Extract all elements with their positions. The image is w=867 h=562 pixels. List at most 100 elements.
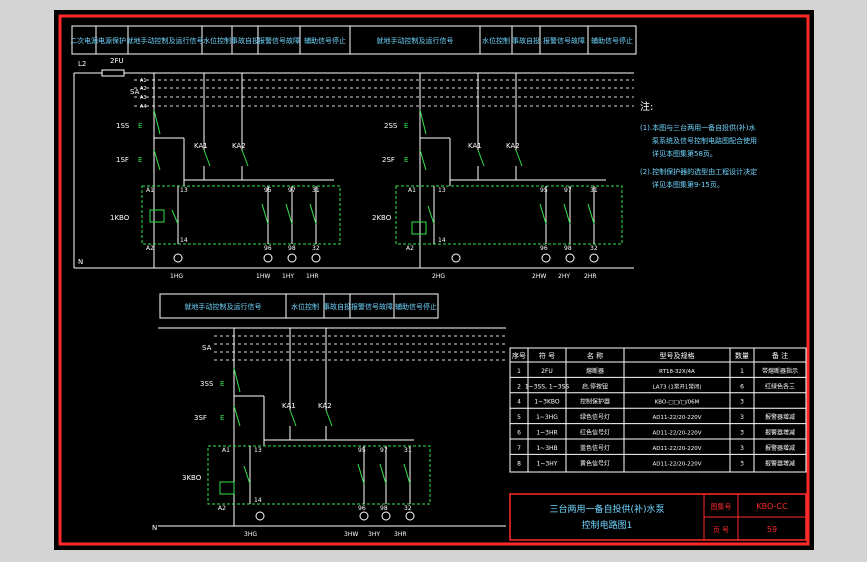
page-label: 页 号 [713, 526, 729, 534]
h3-col-4: 辅助信号停止 [395, 302, 437, 311]
c3-t13: 13 [254, 447, 262, 454]
c3-t14: 14 [254, 497, 262, 504]
c2-ss-label: 2SS [384, 122, 398, 130]
table-cell: 3 [740, 414, 744, 421]
table-cell: 8 [517, 460, 521, 467]
c3-t98: 98 [380, 505, 388, 512]
title-line-2: 控制电路图1 [582, 519, 633, 531]
c2-kbo: 2KBO [372, 214, 392, 222]
h2-col-1: 水位控制 [482, 36, 510, 45]
a1-term: A1 [140, 78, 147, 84]
c3-lamp-hw [359, 511, 369, 521]
c3-n: N [152, 524, 157, 532]
c3-t95: 95 [358, 447, 366, 454]
h3-col-1: 水位控制 [291, 302, 319, 311]
table-cell: 红色信号灯 [580, 429, 610, 437]
c1-kbo-box [141, 185, 341, 245]
c3-a2: A2 [218, 505, 226, 512]
c2-hw: 2HW [532, 273, 546, 280]
c2-ss-e: E [404, 122, 408, 130]
table-cell: 1~3HB [536, 445, 557, 452]
table-cell: 1~3KBO [534, 399, 560, 406]
notes-line-2: 详见本图集第58页。 [652, 149, 717, 158]
c1-a1: A1 [146, 187, 154, 194]
table-cell: 7 [517, 445, 521, 452]
table-cell: 蓝色信号灯 [580, 444, 610, 452]
c1-ss-label: 1SS [116, 122, 130, 130]
h3-col-3: 报警信号故障 [351, 302, 393, 311]
h2-col-0: 就地手动控制及运行信号 [377, 36, 454, 45]
th-0: 序号 [512, 351, 526, 360]
c1-hg: 1HG [170, 273, 183, 280]
c3-t31: 31 [404, 447, 412, 454]
c2-t14: 14 [438, 237, 446, 244]
c3-hr: 3HR [394, 531, 407, 538]
c2-hg: 2HG [432, 273, 445, 280]
fuse-label: 2FU [110, 57, 124, 65]
th-3: 型号及规格 [660, 351, 695, 360]
a3-term: A3 [140, 95, 147, 101]
table-cell: 2FU [541, 368, 553, 375]
drawing-canvas: 二次电源 电源保护 就地手动控制及运行信号 水位控制 事故自投 报警信号故障 辅… [54, 10, 814, 550]
a2-term: A2 [140, 86, 147, 92]
c1-hw: 1HW [256, 273, 270, 280]
c3-kbo-box [207, 445, 431, 505]
c1-t98: 98 [288, 245, 296, 252]
c3-ss-label: 3SS [200, 380, 214, 388]
top-bus: L2 2FU SA A1 A2 A3 A4 N [73, 57, 634, 269]
c3-sf-label: 3SF [194, 414, 207, 422]
header-strip-2: 就地手动控制及运行信号 水位控制 事故自投 报警信号故障 辅助信号停止 [349, 25, 637, 55]
c1-sf-label: 1SF [116, 156, 129, 164]
c2-ka2: KA2 [506, 142, 520, 150]
notes-line-3: (2).控制保护器的选型由工程设计决定 [640, 167, 757, 176]
notes: 注: (1).本图与三台两用一备自投供(补)水 泵系统及信号控制电路图配合使用 … [640, 100, 757, 189]
c1-t96: 96 [264, 245, 272, 252]
c3-lamp-hr [405, 511, 415, 521]
c2-t97: 97 [564, 187, 572, 194]
table-cell: 3 [740, 430, 744, 437]
th-5: 备 注 [772, 351, 788, 360]
table-cell: 1 [740, 368, 744, 375]
table-cell: AD11-22/20-220V [652, 415, 701, 421]
title-line-1: 三台两用一备自投供(补)水泵 [549, 503, 664, 515]
notes-title: 注: [640, 100, 653, 113]
table-cell: 熔断器 [586, 367, 604, 375]
n-label-top: N [78, 258, 83, 266]
h1-col-3: 水位控制 [203, 36, 231, 45]
h3-col-0: 就地手动控制及运行信号 [185, 302, 262, 311]
h1-col-6: 辅助信号停止 [304, 36, 346, 45]
c2-lamp-hy [565, 253, 575, 263]
notes-line-0: (1).本图与三台两用一备自投供(补)水 [640, 123, 756, 132]
table-cell: 启,停按钮 [582, 382, 608, 390]
c2-ka1: KA1 [468, 142, 482, 150]
table-cell: 6 [740, 383, 744, 390]
page-value: 59 [767, 525, 777, 534]
c3-hg: 3HG [244, 531, 257, 538]
circuit-3: SA 3SS E 3SF E KA1 KA2 3KBO A1 A2 13 14 … [152, 327, 506, 538]
c2-hr: 2HR [584, 273, 597, 280]
notes-line-1: 泵系统及信号控制电路图配合使用 [652, 136, 757, 145]
c2-kbo-box [395, 185, 623, 245]
table-cell: 2 [517, 383, 521, 390]
c1-lamp-hw [263, 253, 273, 263]
c1-lamp-hr [311, 253, 321, 263]
h1-col-2: 就地手动控制及运行信号 [127, 36, 204, 45]
table-cell: 报警器增减 [765, 429, 795, 437]
c3-sf-e: E [220, 414, 224, 422]
a4-term: A4 [140, 104, 147, 110]
c2-coil [411, 221, 427, 235]
th-2: 名 称 [587, 351, 603, 360]
c1-ka2: KA2 [232, 142, 246, 150]
table-cell: 黄色信号灯 [580, 459, 610, 467]
c1-t32: 32 [312, 245, 320, 252]
c1-sf-e: E [138, 156, 142, 164]
c2-hy: 2HY [558, 273, 570, 280]
c3-lamp-hy [381, 511, 391, 521]
table-cell: AD11-22/20-220V [652, 431, 701, 437]
c2-a1: A1 [408, 187, 416, 194]
c3-sa: SA [202, 344, 212, 352]
c1-ss-e: E [138, 122, 142, 130]
c3-ka2: KA2 [318, 402, 332, 410]
